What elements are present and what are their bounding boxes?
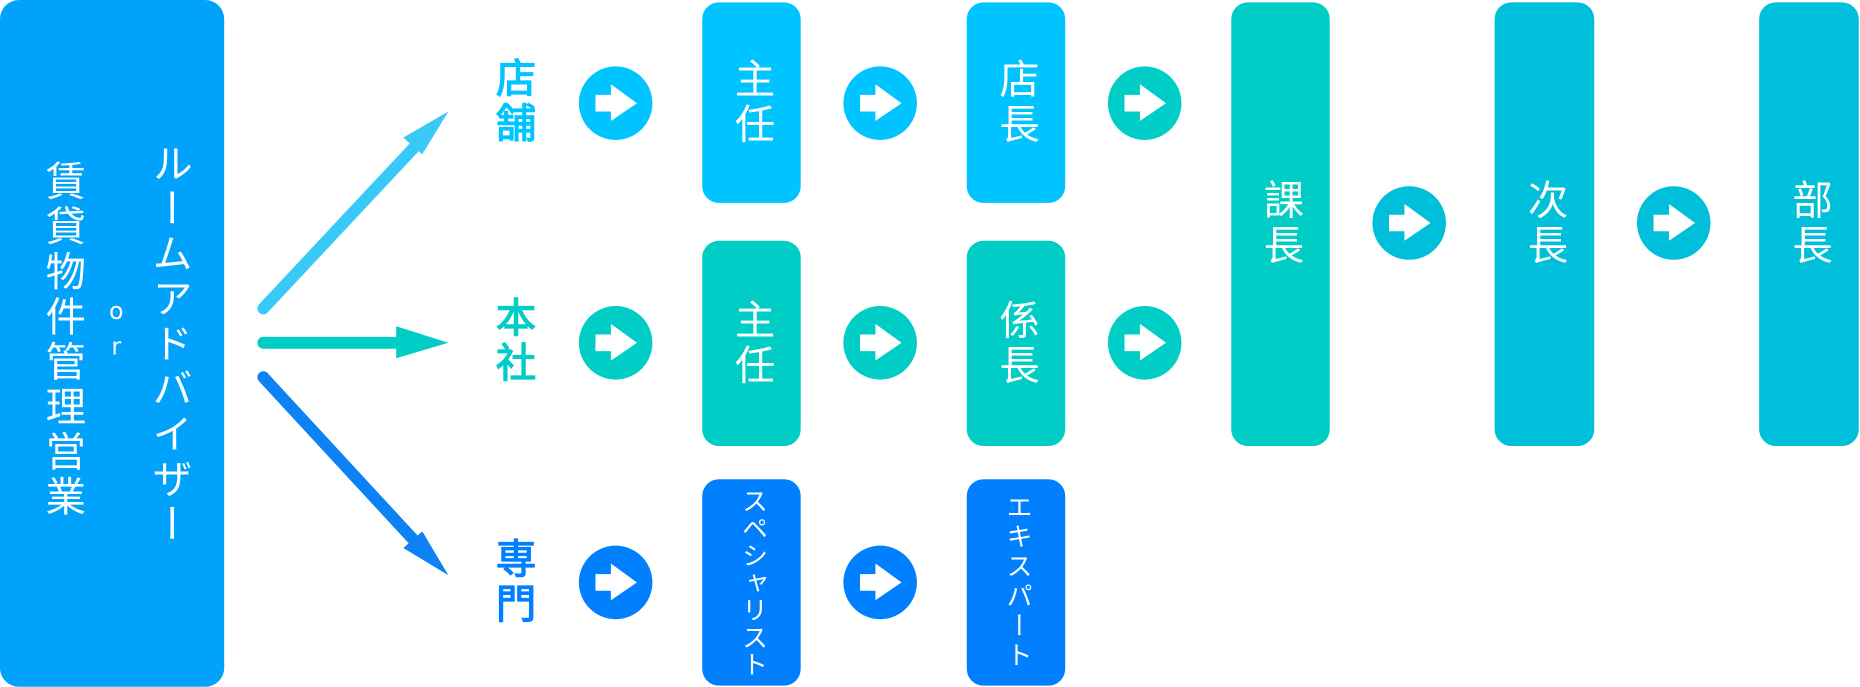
right-arrow-circle-icon (843, 306, 917, 380)
section-chief-box: 課長 (1231, 2, 1330, 447)
or-label: or (102, 296, 131, 368)
store-chief-label: 主任 (727, 57, 775, 148)
arrow-to-specialist (257, 371, 449, 576)
right-arrow-circle-icon (1636, 186, 1711, 260)
origin-job-label: 賃貸物件管理営業 (37, 160, 86, 521)
specialist-box: スペシャリスト (702, 479, 801, 686)
branch-arrows (257, 111, 449, 576)
track-label-store: 店舗 (488, 56, 536, 148)
room-advisor-label: ルームアドバイザー (144, 142, 193, 549)
store-chief-box: 主任 (702, 2, 801, 203)
deputy-director-box: 次長 (1494, 2, 1595, 447)
expert-label: エキスパート (1001, 493, 1032, 672)
right-arrow-circle-icon (578, 545, 653, 620)
hq-chief-label: 主任 (727, 298, 775, 389)
director-box: 部長 (1759, 2, 1859, 447)
arrow-to-hq (257, 326, 449, 359)
specialist-label: スペシャリスト (737, 486, 767, 678)
hq-subsection-label: 係長 (991, 298, 1040, 389)
right-arrow-circle-icon (1372, 186, 1446, 260)
section-chief-label: 課長 (1256, 179, 1304, 270)
arrow-to-store (257, 111, 449, 315)
right-arrow-circle-icon (578, 306, 653, 380)
right-arrow-circle-icon (1107, 66, 1182, 140)
deputy-director-label: 次長 (1520, 179, 1568, 270)
director-label: 部長 (1784, 179, 1833, 270)
expert-box: エキスパート (966, 479, 1066, 686)
right-arrow-circle-icon (1107, 306, 1182, 380)
origin-box: 賃貸物件管理営業 or ルームアドバイザー (0, 0, 225, 687)
right-arrow-circle-icon (843, 545, 917, 620)
right-arrow-circle-icon (843, 66, 917, 140)
store-manager-label: 店長 (991, 57, 1040, 148)
track-label-hq: 本社 (488, 296, 536, 387)
right-arrow-circle-icon (578, 66, 653, 140)
track-label-specialist: 専門 (488, 537, 536, 628)
store-manager-box: 店長 (966, 2, 1066, 203)
hq-chief-box: 主任 (702, 240, 801, 447)
hq-subsection-box: 係長 (966, 240, 1066, 447)
